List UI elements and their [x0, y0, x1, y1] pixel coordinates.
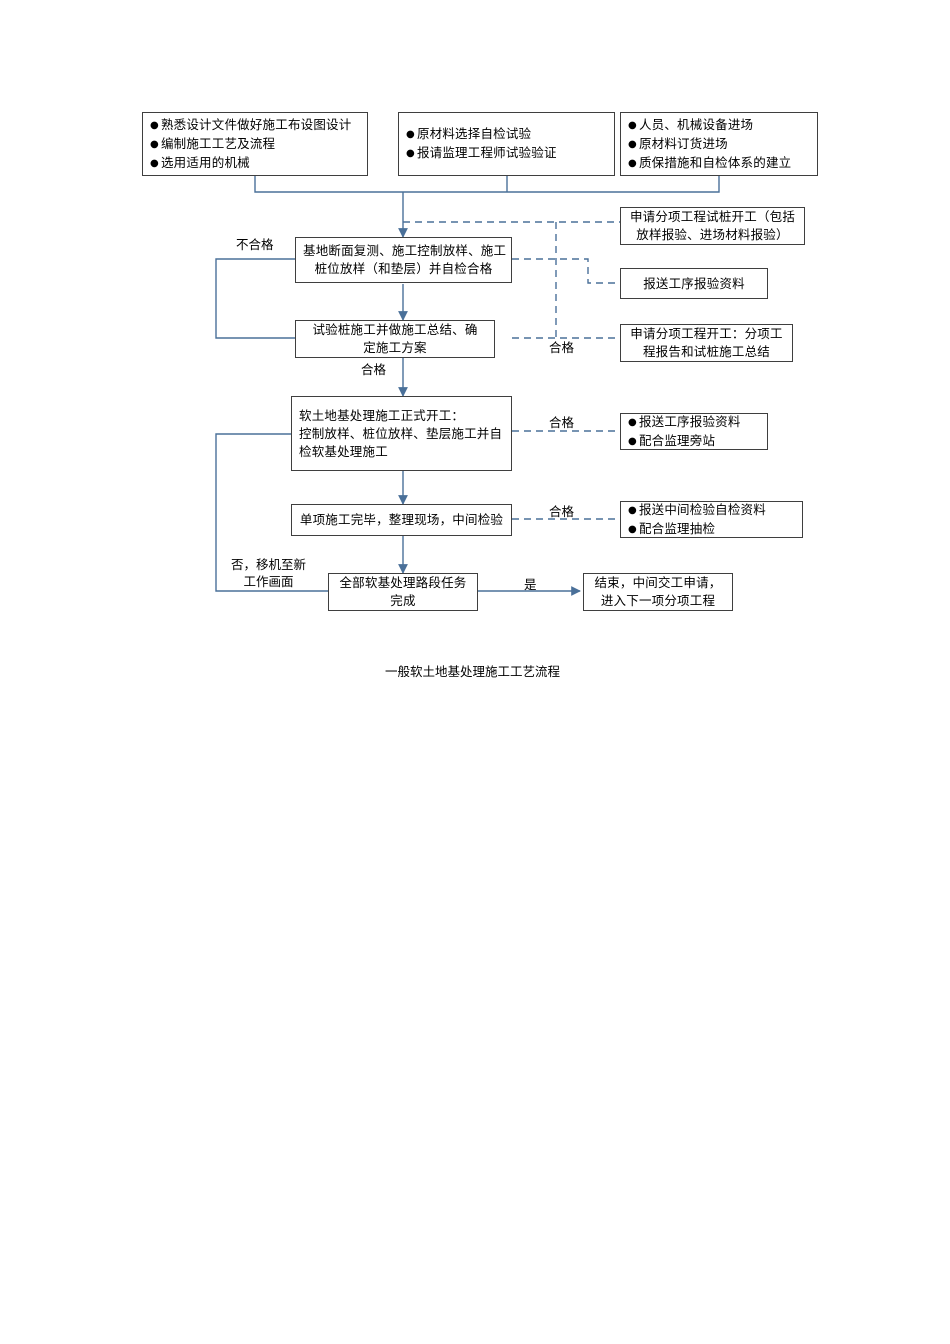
prep-design-line-2: 编制施工工艺及流程	[150, 135, 360, 154]
survey-line-1: 基地断面复测、施工控制放样、施工	[303, 243, 507, 258]
node-all-done[interactable]: 全部软基处理路段任务 完成	[328, 573, 478, 611]
prep-design-line-3: 选用适用的机械	[150, 154, 360, 173]
edge-prep-bus	[254, 176, 720, 193]
node-apply-subitem[interactable]: 申请分项工程开工：分项工 程报告和试桩施工总结	[620, 324, 793, 362]
no-move-line-2: 工作画面	[243, 574, 294, 589]
prep-material-line-1: 原材料选择自检试验	[406, 125, 607, 144]
prep-material-line-2: 报请监理工程师试验验证	[406, 144, 607, 163]
edge-label-qualified-single: 合格	[549, 504, 575, 519]
node-formal-start[interactable]: 软土地基处理施工正式开工： 控制放样、桩位放样、垫层施工并自 检软基处理施工	[291, 396, 512, 471]
edge-label-unqualified: 不合格	[236, 237, 274, 252]
edge-unqualified-loop	[215, 258, 295, 339]
edge-label-no-move: 否，移机至新 工作画面	[231, 556, 306, 590]
edge-dashed-submit-process	[512, 258, 620, 284]
report-mid-line-2: 配合监理抽检	[628, 520, 795, 539]
node-single-done[interactable]: 单项施工完毕，整理现场，中间检验	[291, 504, 512, 536]
apply-test-pile-line-1: 申请分项工程试桩开工（包括	[629, 209, 796, 224]
test-pile-line-1: 试验桩施工并做施工总结、确	[312, 322, 478, 337]
report-mid-line-1: 报送中间检验自检资料	[628, 501, 795, 520]
no-move-line-1: 否，移机至新	[231, 557, 307, 572]
test-pile-line-2: 定施工方案	[363, 340, 427, 355]
node-submit-process[interactable]: 报送工序报验资料	[620, 268, 768, 299]
formal-start-line-2: 控制放样、桩位放样、垫层施工并自	[299, 425, 503, 441]
edge-label-yes: 是	[524, 577, 537, 592]
prep-resource-line-1: 人员、机械设备进场	[628, 116, 810, 135]
node-prep-resource[interactable]: 人员、机械设备进场 原材料订货进场 质保措施和自检体系的建立	[620, 112, 818, 176]
edge-label-qualified-testpile: 合格	[549, 340, 575, 355]
finish-line-1: 结束，中间交工申请，	[594, 575, 722, 590]
all-done-line-1: 全部软基处理路段任务	[339, 575, 467, 590]
node-report-process[interactable]: 报送工序报验资料 配合监理旁站	[620, 413, 768, 450]
node-prep-design[interactable]: 熟悉设计文件做好施工布设图设计 编制施工工艺及流程 选用适用的机械	[142, 112, 368, 176]
report-process-line-1: 报送工序报验资料	[628, 413, 760, 432]
edge-no-move-loop	[215, 433, 328, 592]
apply-test-pile-line-2: 放样报验、进场材料报验）	[636, 227, 789, 242]
node-survey[interactable]: 基地断面复测、施工控制放样、施工 桩位放样（和垫层）并自检合格	[295, 237, 512, 283]
prep-resource-line-2: 原材料订货进场	[628, 135, 810, 154]
node-apply-test-pile[interactable]: 申请分项工程试桩开工（包括 放样报验、进场材料报验）	[620, 207, 805, 245]
node-prep-material[interactable]: 原材料选择自检试验 报请监理工程师试验验证	[398, 112, 615, 176]
formal-start-line-3: 检软基处理施工	[299, 443, 388, 459]
apply-subitem-line-1: 申请分项工程开工：分项工	[630, 326, 783, 341]
diagram-caption: 一般软土地基处理施工工艺流程	[385, 664, 561, 679]
prep-resource-line-3: 质保措施和自检体系的建立	[628, 154, 810, 173]
edge-label-qualified-down: 合格	[361, 362, 387, 377]
report-process-line-2: 配合监理旁站	[628, 432, 760, 451]
single-done-line-1: 单项施工完毕，整理现场，中间检验	[299, 512, 504, 527]
node-finish[interactable]: 结束，中间交工申请， 进入下一项分项工程	[583, 573, 733, 611]
apply-subitem-line-2: 程报告和试桩施工总结	[642, 344, 770, 359]
prep-design-line-1: 熟悉设计文件做好施工布设图设计	[150, 116, 360, 135]
formal-start-line-1: 软土地基处理施工正式开工：	[299, 407, 465, 423]
finish-line-2: 进入下一项分项工程	[600, 593, 716, 608]
all-done-line-2: 完成	[390, 593, 416, 608]
edge-label-qualified-formal: 合格	[549, 415, 575, 430]
node-test-pile[interactable]: 试验桩施工并做施工总结、确 定施工方案	[295, 320, 495, 358]
submit-process-line-1: 报送工序报验资料	[643, 275, 745, 291]
node-report-mid[interactable]: 报送中间检验自检资料 配合监理抽检	[620, 501, 803, 538]
survey-line-2: 桩位放样（和垫层）并自检合格	[314, 261, 493, 276]
